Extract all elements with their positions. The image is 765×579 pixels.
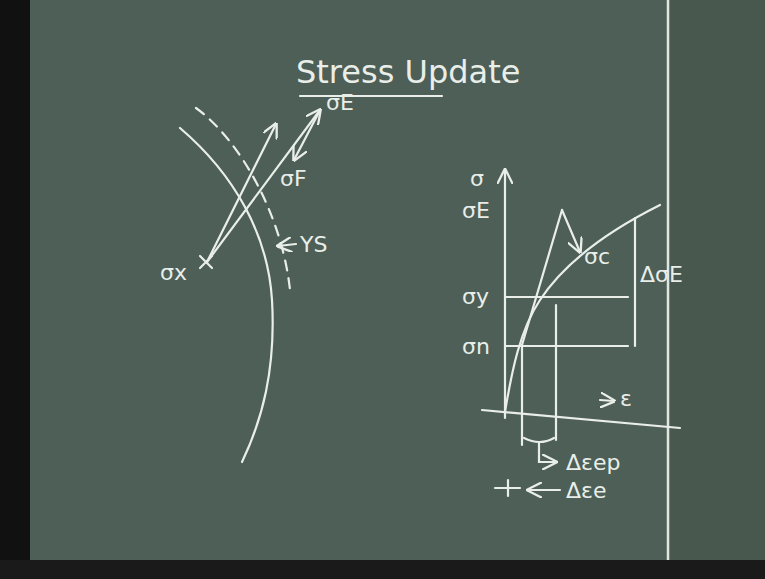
stress-increment [634,218,636,346]
strain-tick [521,346,523,445]
return-vector [294,114,318,160]
yield-surface-label: YS [300,234,327,256]
elastic-strain-label: Δεe [566,480,606,502]
stress-strain-plot [482,170,680,496]
strain-axis [482,410,680,428]
strain-axis-label: ε [620,388,632,410]
strain-extent [507,480,509,496]
board-title: Stress Update [296,56,520,88]
trial-stress-level: σE [462,200,490,222]
start-stress-level: σn [462,336,490,358]
ys-leader [278,244,296,246]
start-level [505,345,628,347]
stress-increment-label: ΔσE [640,264,683,286]
yield-level [505,296,628,298]
yield-surface-sketch [180,96,442,462]
stress-axis [504,170,506,418]
updated-yield-surface [196,108,290,290]
corrected-stress-label: σc [584,246,610,268]
stress-strain-curve [505,205,660,412]
strain-tick [555,305,557,440]
center-mark [200,256,212,268]
title-underline [300,95,442,97]
yield-stress-level: σy [462,286,489,308]
return-line [562,210,580,252]
elastic-strain-leader [528,489,560,491]
plastic-strain-label: Δεep [566,452,620,474]
center-label: σx [160,262,187,284]
plastic-strain-leader [539,442,556,462]
final-stress-vector [207,124,276,262]
yield-surface [180,128,273,462]
final-stress-label: σF [280,168,307,190]
trial-stress-label: σE [326,92,354,114]
strain-arrow [600,400,614,401]
axis-label: σ [470,168,484,190]
